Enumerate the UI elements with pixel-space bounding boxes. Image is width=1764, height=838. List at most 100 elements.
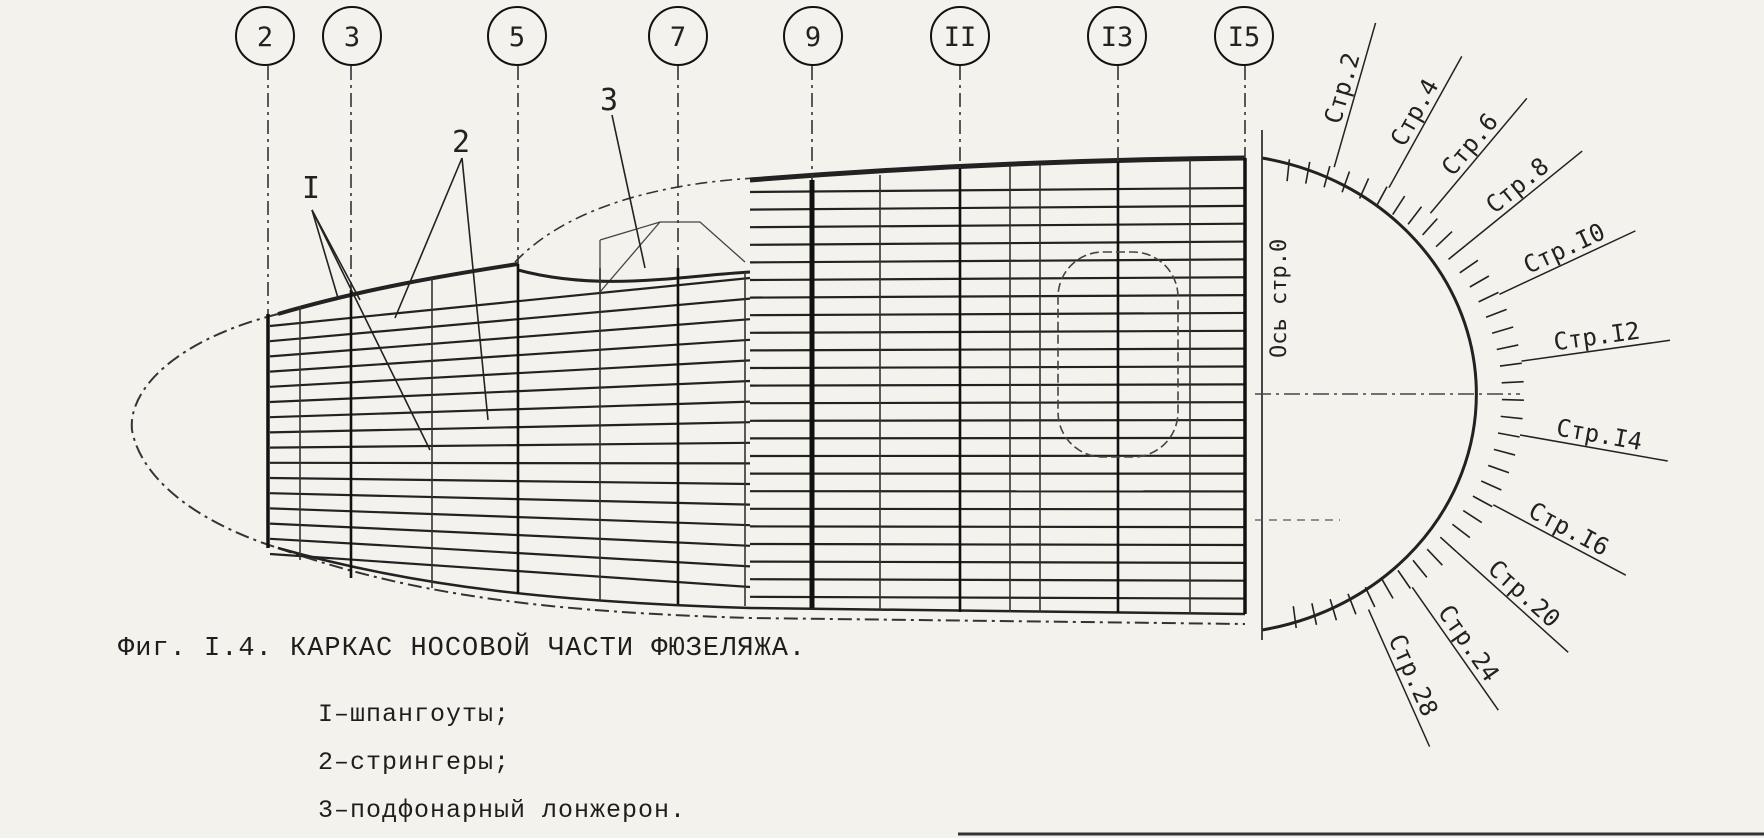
callout-frames: I — [302, 171, 320, 206]
stringer-tick — [1493, 448, 1516, 456]
stringer-label: Стр.8 — [1481, 152, 1555, 219]
frame-number-label: II — [944, 22, 977, 53]
stringer-tick — [1501, 398, 1524, 401]
stringer-tick — [1329, 598, 1338, 621]
stringer-rear — [749, 258, 1246, 264]
stringer-tick — [1392, 195, 1406, 215]
stringer-tick — [1501, 380, 1524, 384]
stringer-rear — [749, 365, 1246, 370]
stringer-rear — [749, 525, 1246, 529]
stringer-tick — [1478, 291, 1499, 303]
stringer-leader — [1492, 504, 1627, 576]
stringer-rear — [749, 578, 1246, 582]
stringer-rear — [749, 418, 1246, 422]
frame-number-circle — [930, 6, 990, 66]
stringer-tick — [1500, 415, 1523, 420]
frame-number-circle — [487, 6, 547, 66]
figure-caption: Фиг. I.4. КАРКАС НОСОВОЙ ЧАСТИ ФЮЗЕЛЯЖА. — [118, 634, 807, 664]
upper-skin-rear — [749, 155, 1246, 183]
bottom-outline — [277, 547, 1246, 625]
stringer-label: Стр.I2 — [1552, 317, 1642, 357]
stringer-leader — [1429, 97, 1528, 214]
stringer-tick — [1487, 464, 1510, 474]
stringer-tick — [1472, 495, 1493, 508]
upper-skin-front — [277, 262, 519, 316]
stringer-label: Стр.4 — [1385, 74, 1445, 151]
stringer-label: Стр.I0 — [1519, 218, 1609, 280]
stringer-rear — [749, 240, 1246, 246]
stringer-tick — [1347, 593, 1357, 615]
callout-leaders — [311, 114, 646, 451]
frame-number-circle — [1214, 6, 1274, 66]
frame-number-label: 5 — [509, 22, 525, 53]
frame-number-label: I5 — [1228, 22, 1261, 53]
frame-lines — [266, 66, 1247, 614]
stringer-leader — [1499, 230, 1636, 295]
upper-skin-mid — [517, 268, 751, 283]
stringer-tick — [1435, 230, 1453, 248]
hatch-opening — [1057, 251, 1179, 458]
stringer-tick — [1491, 326, 1514, 334]
lower-skin — [277, 546, 1246, 616]
stringer-rear — [749, 276, 1246, 282]
stringer-tick — [1485, 308, 1507, 319]
frame-number-circle — [235, 6, 295, 66]
stringer-tick — [1462, 509, 1483, 524]
stringer-rear — [749, 436, 1246, 440]
stringer-rear — [749, 294, 1246, 299]
cross-section-outline — [1261, 156, 1478, 632]
stringer-rear — [749, 347, 1246, 352]
stringer-leader — [1519, 434, 1668, 462]
stringer-leader — [1456, 551, 1569, 653]
stringer-ticks — [1286, 159, 1524, 629]
stringer-rear — [749, 329, 1246, 334]
stringer-tick — [1341, 171, 1351, 193]
stringer-tick — [1323, 165, 1331, 188]
stringer-label: Стр.28 — [1383, 630, 1444, 721]
stringer-leader — [1388, 56, 1463, 188]
stringer-tick — [1304, 161, 1311, 184]
stringer-rear — [749, 401, 1246, 405]
stringer-tick — [1499, 362, 1522, 367]
stringer-tick — [1311, 603, 1318, 626]
stringer-leader — [1521, 339, 1671, 362]
stringer-tick — [1358, 178, 1370, 199]
stringer-label: Стр.6 — [1436, 108, 1504, 181]
callout-stringers: 2 — [452, 125, 470, 160]
frame-number-circle — [322, 6, 382, 66]
stringer-rear — [749, 383, 1246, 387]
stringer-rear — [749, 542, 1246, 547]
stringer-tick — [1426, 548, 1443, 566]
frame-number-circle — [648, 6, 708, 66]
stringer-label: Стр.2 — [1319, 50, 1366, 127]
stringer-rear — [749, 507, 1246, 511]
axis-label: Ось стр.0 — [1267, 239, 1292, 358]
stringer-tick — [1407, 206, 1423, 225]
stringer-tick — [1451, 523, 1471, 539]
stringer-leader — [1367, 609, 1431, 747]
frame-number-label: 7 — [670, 22, 686, 53]
stringer-tick — [1286, 159, 1291, 182]
stringer-rear — [749, 311, 1246, 317]
legend-item-stringers: 2–стрингеры; — [318, 748, 511, 777]
legend-item-frames: I–шпангоуты; — [318, 700, 511, 729]
frame-number-label: 9 — [805, 22, 821, 53]
stringer-leader — [1465, 150, 1583, 247]
stringer-tick — [1480, 480, 1502, 491]
stringer-tick — [1497, 432, 1520, 438]
stringer-leaders — [1333, 22, 1671, 747]
stringer-tick — [1448, 244, 1467, 260]
stringer-lines — [269, 186, 1246, 600]
canopy-outline — [514, 177, 756, 263]
stringer-rear — [749, 222, 1246, 229]
stringer-tick — [1421, 218, 1438, 236]
stringer-rear — [749, 560, 1246, 564]
stringer-label: Стр.24 — [1432, 600, 1505, 687]
frame-number-label: 2 — [257, 22, 273, 53]
stringer-leader — [1411, 586, 1499, 711]
stringer-tick — [1292, 606, 1297, 629]
